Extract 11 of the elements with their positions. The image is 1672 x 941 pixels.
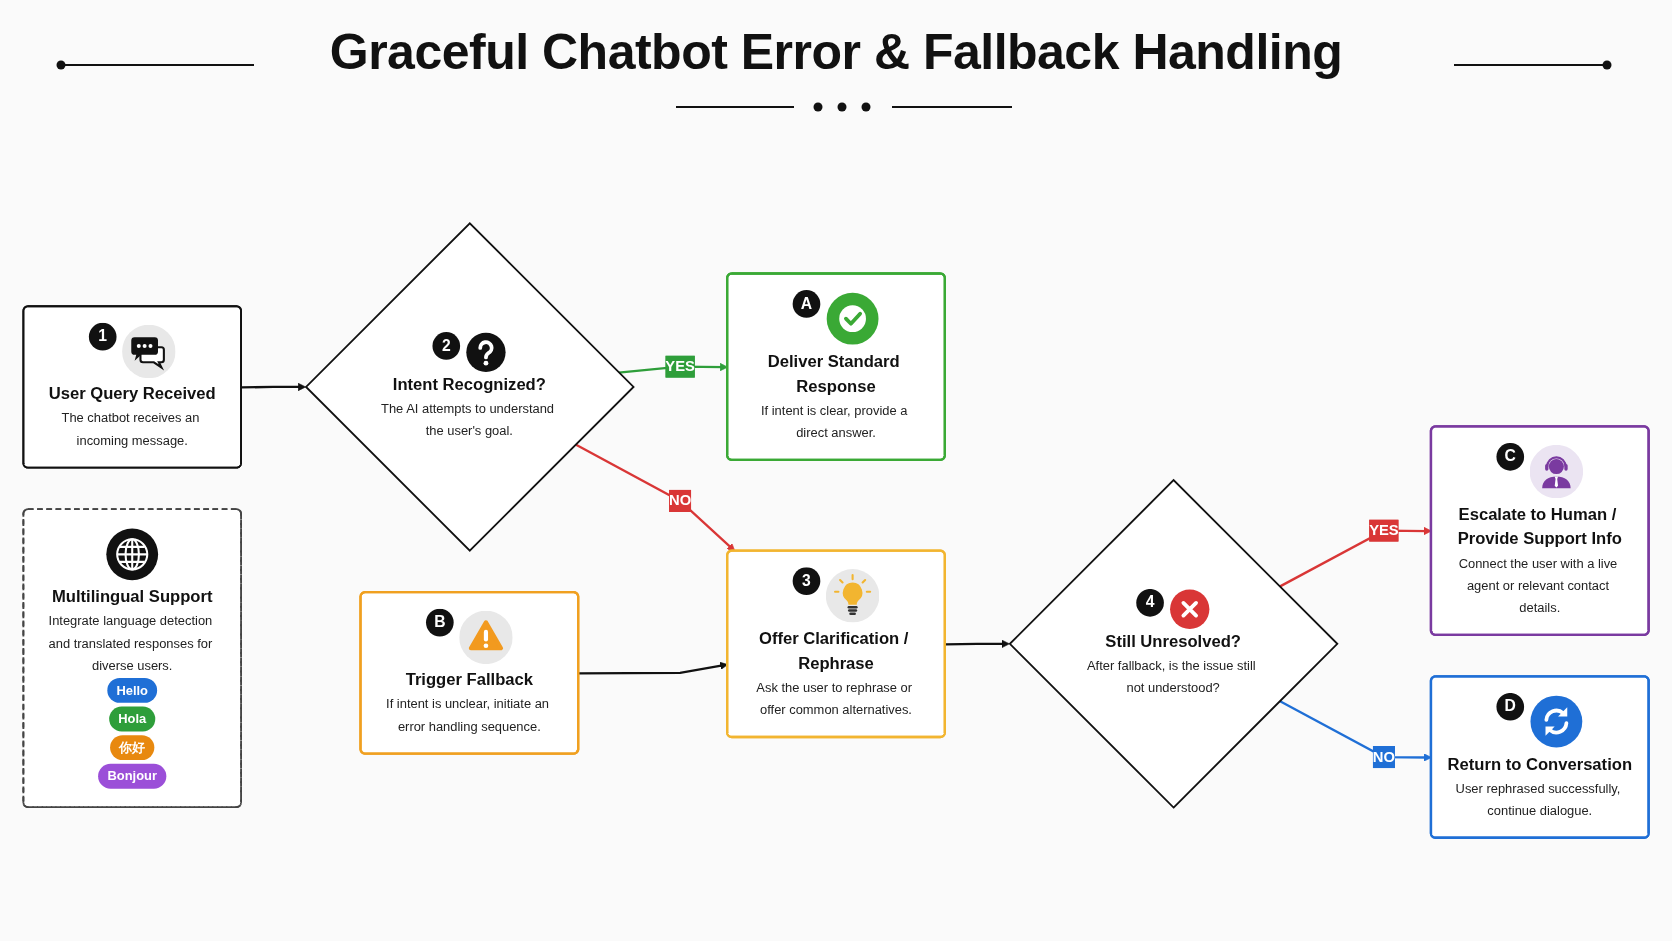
edge-label: YES [1369, 522, 1399, 538]
arrow [241, 382, 306, 391]
node-diamond: 2 Intent Recognized? The AI attempts to understand the user's goal. [304, 221, 635, 552]
edge-label: NO [1372, 748, 1395, 765]
edge-label: YES [665, 358, 695, 375]
arrow [945, 639, 1010, 648]
edge-label: NO [669, 492, 692, 509]
arrow [575, 443, 736, 552]
arrow [578, 661, 728, 675]
node-diamond: 4 Still Unresolved? After fallback, is the issue still not understood? [1008, 478, 1339, 809]
title: Graceful Chatbot Error & Fallback Handling [329, 23, 1343, 82]
